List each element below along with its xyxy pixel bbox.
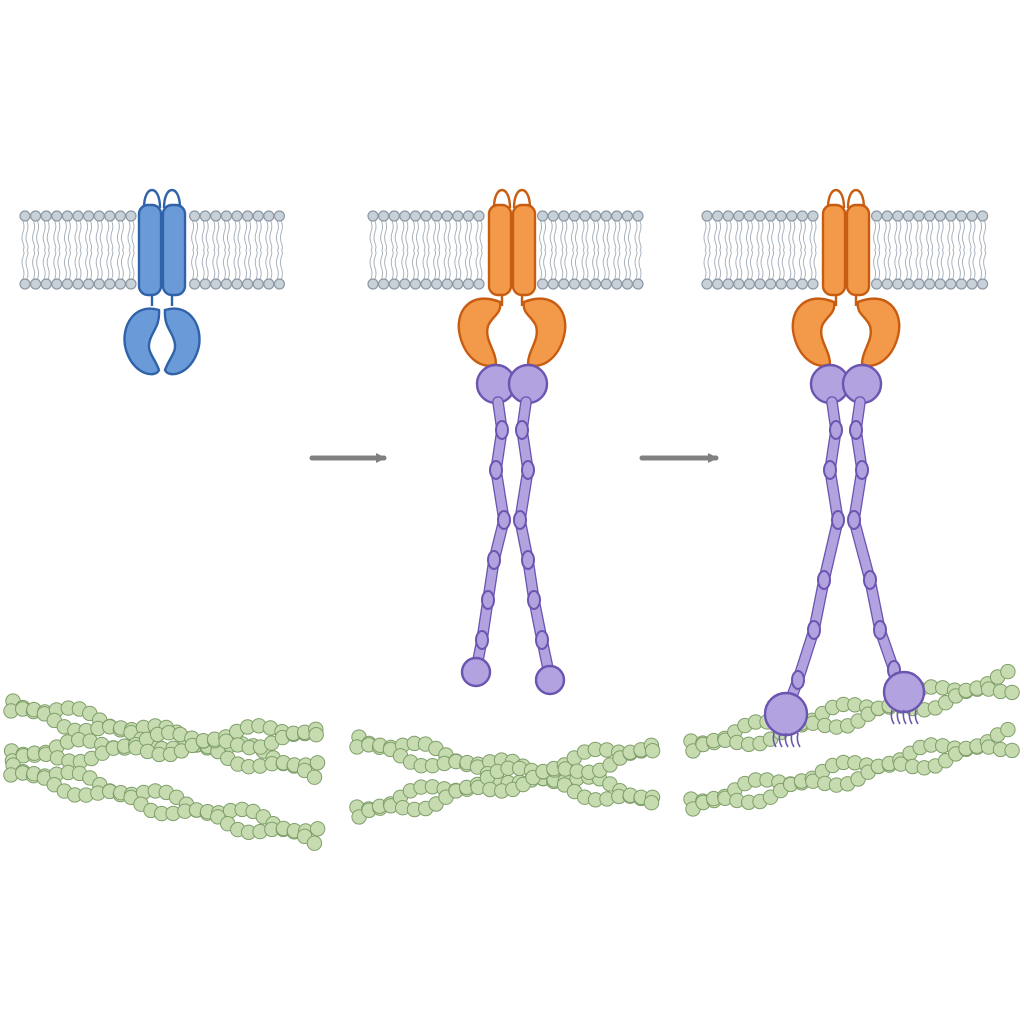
adaptor-bead [475,630,489,650]
kinase-domain-left [123,307,161,376]
adaptor-bead [487,550,501,570]
adaptor-grip [772,732,777,748]
adaptor-bead [527,590,541,610]
receptor-dimer-1 [123,188,201,376]
transmembrane-helix-right [511,203,537,297]
actin-filament-c-1 [3,757,326,851]
adaptor-foot-right [534,664,566,696]
adaptor-grip [778,732,783,748]
adaptor-grip [790,732,795,748]
kinase-domain-left [457,297,502,367]
adaptor-bead [831,510,845,530]
adaptor-bead [535,630,549,650]
membrane-bilayer-2 [367,210,644,290]
proteins-layer [123,188,926,748]
actin-filaments-layer [3,663,1020,851]
membrane-bilayer-3 [701,210,989,290]
membrane-bilayer-1 [19,210,285,290]
membranes-layer [19,210,989,290]
adaptor-tail-left [470,396,510,676]
actin-filament-b-2 [349,737,661,825]
kinase-domain-right [856,297,901,367]
adaptor-bead [521,550,535,570]
adaptor-tail-left [780,396,844,718]
adaptor-bead [849,420,863,440]
adaptor-bead [497,510,511,530]
adaptor-bead [873,620,887,640]
adaptor-grip [914,709,919,725]
adaptor-grip [896,709,901,725]
adaptor-bead [495,420,509,440]
receptor-dimer-2 [457,188,567,367]
transmembrane-helix-left [821,203,847,297]
adaptor-bead [513,510,527,530]
adaptor-bead [481,590,495,610]
adaptor-grip [890,709,895,725]
transmembrane-helix-left [137,203,163,297]
adaptor-bead [829,420,843,440]
actin-filament-b-3 [683,721,1020,817]
adaptor-grip [908,709,913,725]
adaptor-grip [784,732,789,748]
adaptor-bead [847,510,861,530]
adaptor-bead [855,460,869,480]
adaptor-bead [489,460,503,480]
adaptor-foot-left [460,656,492,688]
kinase-domain-left [791,297,836,367]
adaptor-bead [515,420,529,440]
kinase-domain-right [163,307,201,376]
actin-filament-b-1 [3,718,324,770]
adaptor-bead [863,570,877,590]
adaptor-bead [823,460,837,480]
adaptor-foot-right [882,670,926,714]
adaptor-foot-left [763,691,809,737]
adaptor-grip [902,709,907,725]
adaptor-bead [521,460,535,480]
transmembrane-helix-right [845,203,871,297]
adaptor-bead [807,620,821,640]
adaptor-dimer-2 [460,363,566,696]
receptor-dimer-3 [791,188,901,367]
transmembrane-helix-left [487,203,513,297]
adaptor-grip [796,732,801,748]
adaptor-dimer-3 [763,363,926,748]
transmembrane-helix-right [161,203,187,297]
kinase-domain-right [522,297,567,367]
adaptor-tail-right [848,396,910,696]
adaptor-bead [791,670,805,690]
adaptor-bead [817,570,831,590]
